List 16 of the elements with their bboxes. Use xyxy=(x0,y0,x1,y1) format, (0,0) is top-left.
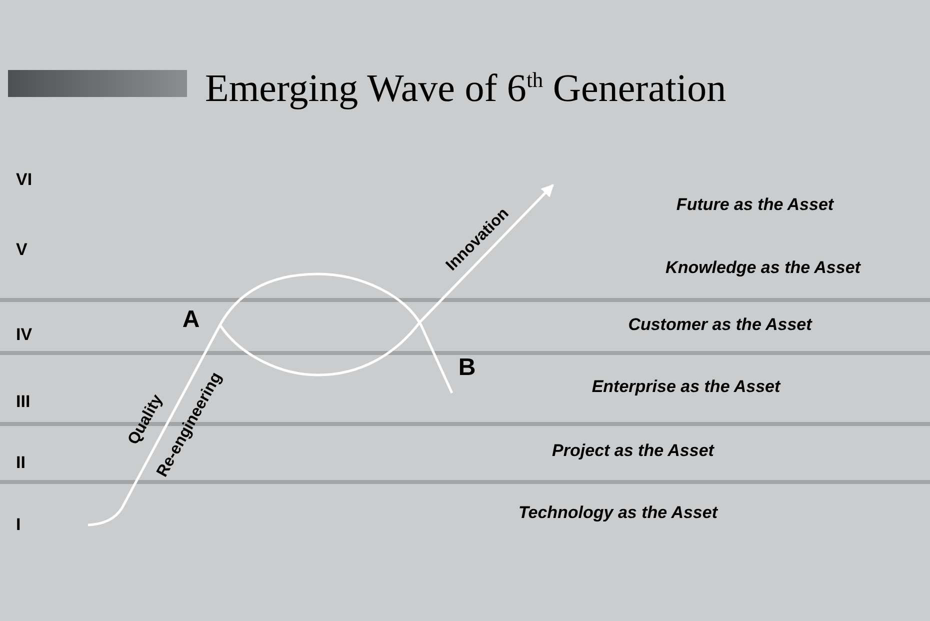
band-label: Technology as the Asset xyxy=(518,503,718,523)
roman-numeral: II xyxy=(16,453,26,473)
title: Emerging Wave of 6$^{th}$ Generation xyxy=(205,66,726,111)
band-label: Project as the Asset xyxy=(552,441,714,461)
title-bar xyxy=(8,70,187,97)
roman-numeral: VI xyxy=(16,170,32,190)
band-label: Customer as the Asset xyxy=(628,315,812,335)
band-label: Future as the Asset xyxy=(676,195,834,215)
point-label: A xyxy=(182,306,200,334)
band-label: Enterprise as the Asset xyxy=(592,377,780,397)
point-label: B xyxy=(458,354,476,382)
roman-numeral: V xyxy=(16,240,28,260)
roman-numeral: I xyxy=(16,515,21,535)
roman-numeral: IV xyxy=(16,325,32,345)
roman-numeral: III xyxy=(16,392,30,412)
band-label: Knowledge as the Asset xyxy=(666,258,860,278)
